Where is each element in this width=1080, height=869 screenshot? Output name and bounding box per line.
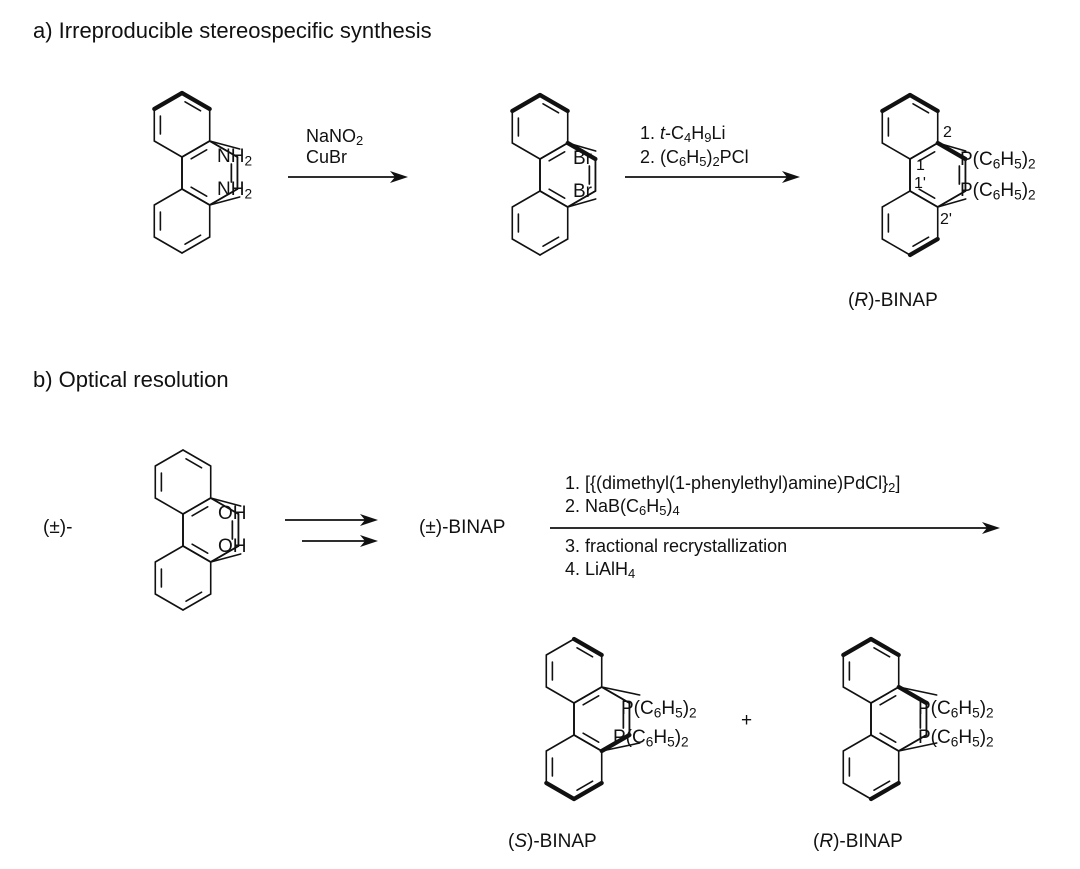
diaminobinaphthyl — [152, 90, 241, 254]
rbinap-b-label: (R)-BINAP — [813, 831, 903, 852]
rbinap-b-phosphine-upper: P(C6H5)2 — [918, 698, 994, 721]
arrowhead — [390, 171, 408, 183]
resolution-step-2: 2. NaB(C6H5)4 — [565, 496, 680, 519]
arrowhead — [782, 171, 800, 183]
binap-a — [880, 92, 968, 258]
diamine-nh2-upper: NH2 — [217, 146, 253, 169]
substituent-bond-upper — [566, 142, 597, 152]
arrow-resolution — [550, 522, 1000, 534]
locant-1: 1 — [916, 157, 925, 174]
plus-sign: + — [741, 710, 753, 731]
binol — [154, 449, 242, 611]
resolution-step-1: 1. [{(dimethyl(1-phenylethyl)amine)PdCl}… — [565, 473, 901, 496]
arrowhead — [360, 535, 378, 547]
dibromobinaphthyl-lower-naphthyl — [510, 92, 597, 208]
step1-reagent-nano2: NaNO2 — [306, 126, 364, 149]
sbinap-phosphine-lower: P(C6H5)2 — [613, 727, 689, 750]
arrow-multistep-upper — [285, 514, 378, 526]
step2-reagent-line1: 1. t-C4H9Li — [640, 123, 726, 146]
arrowhead — [982, 522, 1000, 534]
sbinap-label: (S)-BINAP — [508, 831, 597, 852]
reaction-arrows — [285, 171, 1000, 547]
dibromide-br-upper: Br — [573, 148, 592, 169]
rbinap-b-phosphine-lower: P(C6H5)2 — [918, 727, 994, 750]
locant-2-prime: 2' — [940, 211, 952, 228]
binol-oh-lower: OH — [218, 536, 247, 557]
locant-2: 2 — [943, 124, 952, 141]
arrow-step-2 — [625, 171, 800, 183]
section-a-title: a) Irreproducible stereospecific synthes… — [33, 18, 432, 43]
binap-s — [544, 636, 641, 802]
molecule-structures — [152, 90, 968, 802]
racemic-binap-label: (±)-BINAP — [419, 517, 506, 538]
substituent-bond-upper — [897, 686, 938, 696]
rbinap-a-label: (R)-BINAP — [848, 290, 938, 311]
substituent-bond-upper — [209, 497, 242, 507]
diaminobinaphthyl-lower-naphthyl — [152, 90, 239, 206]
step1-reagent-cubr: CuBr — [306, 147, 348, 167]
substituent-bond-lower — [566, 198, 597, 208]
substituent-bond-lower — [600, 742, 641, 752]
substituent-bond-upper — [936, 142, 967, 152]
dibromobinaphthyl — [510, 92, 598, 256]
section-b-title: b) Optical resolution — [33, 367, 229, 392]
dibromide-br-lower: Br — [573, 181, 592, 202]
rbinap-a-phosphine-upper: P(C6H5)2 — [960, 149, 1036, 172]
step2-reagent-line2: 2. (C6H5)2PCl — [640, 147, 749, 170]
racemic-prefix: (±)- — [43, 517, 73, 538]
substituent-bond-upper — [208, 140, 241, 150]
binap-r-lower-naphthyl — [841, 636, 928, 752]
diamine-nh2-lower: NH2 — [217, 179, 253, 202]
resolution-step-4: 4. LiAlH4 — [565, 559, 636, 582]
binap-a-lower-naphthyl — [880, 92, 967, 208]
sbinap-phosphine-upper: P(C6H5)2 — [621, 698, 697, 721]
arrow-multistep-lower — [302, 535, 378, 547]
binap-r — [841, 636, 938, 802]
arrowhead — [360, 514, 378, 526]
rbinap-a-phosphine-lower: P(C6H5)2 — [960, 180, 1036, 203]
substituent-bond-lower — [208, 196, 241, 206]
substituent-bond-lower — [936, 198, 967, 208]
locant-1-prime: 1' — [914, 175, 926, 192]
resolution-step-3: 3. fractional recrystallization — [565, 536, 788, 556]
arrow-step-1 — [288, 171, 408, 183]
substituent-bond-lower — [897, 742, 938, 752]
substituent-bond-upper — [600, 686, 641, 696]
substituent-bond-lower — [209, 553, 242, 563]
binol-oh-upper: OH — [218, 503, 247, 524]
